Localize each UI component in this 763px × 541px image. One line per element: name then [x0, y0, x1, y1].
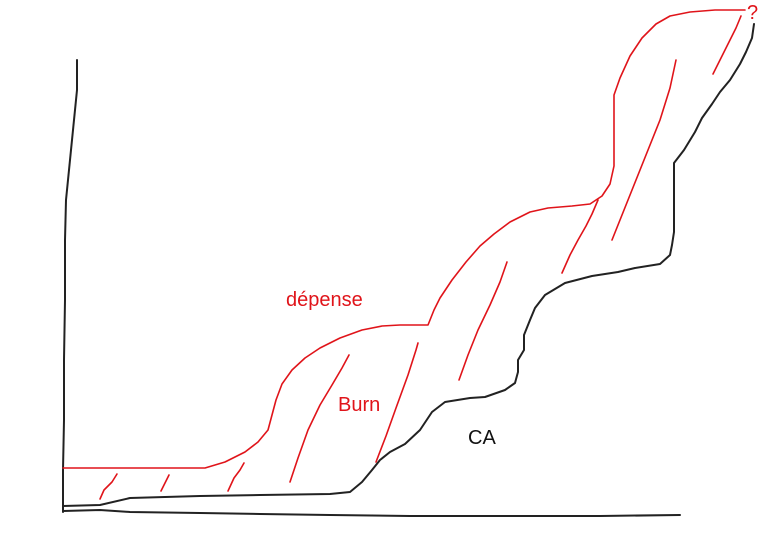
burn-stroke [375, 342, 419, 463]
depense-label: dépense [286, 289, 363, 311]
burn-label: Burn [338, 394, 380, 416]
burn-stroke [289, 354, 350, 483]
burn-stroke [160, 474, 170, 492]
depense-curve [62, 9, 746, 469]
burn-stroke [611, 59, 677, 241]
burn-hatching [99, 15, 742, 500]
burn-stroke [227, 462, 245, 492]
x-axis [62, 509, 681, 517]
y-axis [62, 59, 78, 513]
burn-stroke [712, 15, 742, 75]
burn-stroke [99, 473, 118, 500]
burn-stroke [458, 261, 508, 381]
ca-curve [62, 23, 755, 507]
ca-label: CA [468, 427, 496, 449]
burn-stroke [561, 199, 599, 274]
question-mark-label: ? [747, 2, 758, 24]
